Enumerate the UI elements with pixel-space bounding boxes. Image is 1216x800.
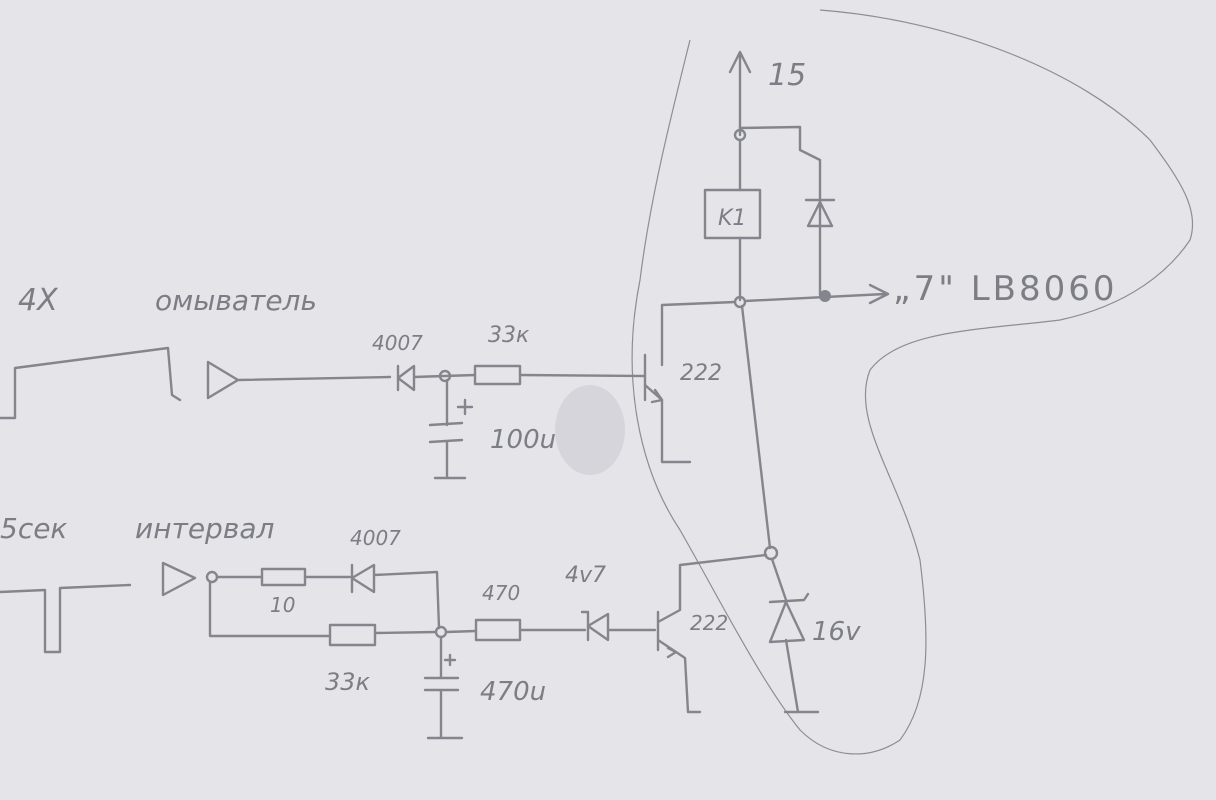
bottom-zener-label: 4v7: [565, 563, 606, 588]
bottom-capacitor-label: 470u: [480, 677, 546, 707]
output-label: „7" LB8060: [893, 269, 1118, 309]
smudge: [555, 385, 625, 475]
bottom-input-name-label: интервал: [135, 512, 274, 545]
bottom-resistor-large-label: 33к: [325, 668, 371, 696]
supply-arrow: [728, 50, 752, 137]
bottom-resistor-series-label: 470: [482, 581, 520, 605]
bottom-zener: [580, 610, 657, 642]
wire: [208, 580, 332, 638]
supply-label: 15: [768, 58, 806, 93]
bottom-resistor-series: [474, 618, 522, 642]
bottom-resistor-small-label: 10: [270, 593, 295, 617]
bottom-input-mode-label: 5сек: [0, 512, 67, 545]
top-input-waveform: [0, 346, 182, 420]
wire: [518, 373, 647, 378]
paper-edge-outline: [631, 9, 1194, 755]
bottom-diode-label: 4007: [350, 526, 401, 550]
relay-coil-k1: [703, 188, 762, 240]
wire: [373, 630, 438, 635]
relay-wiring: [738, 125, 822, 302]
node: [438, 369, 452, 383]
bottom-capacitor: [423, 635, 464, 740]
top-resistor-label: 33к: [488, 323, 530, 348]
bus-wire: [740, 304, 772, 550]
top-buffer: [206, 360, 392, 400]
top-capacitor-label: 100u: [490, 425, 556, 455]
wire: [444, 628, 587, 634]
top-input-mode-label: 4X: [18, 283, 59, 318]
bottom-diode: [350, 563, 441, 630]
top-input-name-label: омыватель: [155, 284, 317, 317]
top-diode-label: 4007: [372, 331, 423, 355]
bottom-transistor: [656, 553, 768, 714]
top-transistor: [643, 300, 737, 464]
relay-label: K1: [718, 206, 746, 231]
bottom-buffer: [161, 561, 197, 597]
zener-16v: [768, 557, 820, 714]
top-transistor-label: 222: [680, 361, 722, 386]
bottom-resistor-large: [328, 623, 377, 647]
flyback-diode: [804, 198, 836, 228]
zener-16v-label: 16v: [812, 617, 861, 647]
top-diode: [396, 364, 477, 392]
bottom-input-waveform: [0, 583, 132, 654]
top-capacitor: [428, 378, 474, 480]
bottom-resistor-small: [260, 567, 307, 587]
bottom-transistor-label: 222: [690, 611, 728, 635]
output-arrow: [743, 283, 890, 305]
